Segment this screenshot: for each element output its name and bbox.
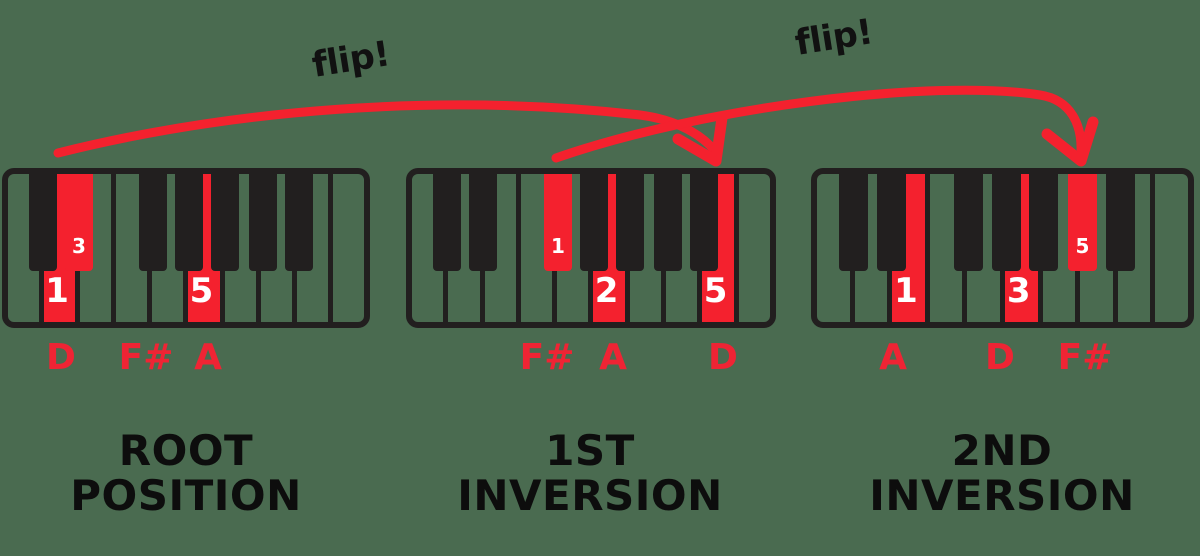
piano-keyboard: 1 5 [2,168,370,328]
white-key[interactable] [1118,174,1156,322]
white-key[interactable] [1043,174,1081,322]
white-keys: 1 3 [817,174,1188,322]
note-label: A [879,337,907,378]
keyboard-first-inversion: 2 5 1 [406,168,776,328]
white-key-highlighted[interactable]: 5 [188,174,225,322]
white-key-highlighted[interactable]: 1 [892,174,930,322]
white-key[interactable] [930,174,968,322]
caption-line-2: POSITION [70,471,302,521]
note-label: A [194,337,222,378]
keyboard-second-inversion: 1 3 5 [811,168,1194,328]
note-label: D [985,337,1015,378]
note-label: F# [118,337,174,378]
white-key[interactable] [116,174,153,322]
caption-line-2: INVERSION [457,471,723,521]
caption-first-inversion: 1ST INVERSION [404,428,776,519]
caption-line-1: 1ST [545,426,635,475]
white-key[interactable] [630,174,667,322]
finger-number: 1 [45,271,69,311]
white-keys: 2 5 [412,174,770,322]
white-key-highlighted[interactable]: 1 [44,174,81,322]
caption-second-inversion: 2ND INVERSION [810,428,1194,519]
keyboard-root-position: 1 5 [2,168,370,328]
finger-number: 2 [594,271,619,311]
flip-label-1: flip! [309,34,393,86]
white-key[interactable] [855,174,893,322]
white-key[interactable] [297,174,333,322]
white-key[interactable] [1080,174,1118,322]
finger-number: 5 [703,271,728,311]
finger-number: 5 [189,271,214,311]
caption-line-1: ROOT [118,426,254,475]
caption-root-position: ROOT POSITION [0,428,372,519]
flip-label-2: flip! [792,12,876,64]
white-key-highlighted[interactable]: 5 [702,174,739,322]
white-key[interactable] [666,174,703,322]
white-key[interactable] [80,174,117,322]
white-key[interactable] [333,174,364,322]
white-key[interactable] [152,174,189,322]
flip-arrow-1 [53,100,728,167]
piano-keyboard: 2 5 1 [406,168,776,328]
white-key-highlighted[interactable]: 3 [1004,174,1043,322]
note-label: D [708,337,738,378]
note-label: F# [519,337,575,378]
note-label: F# [1057,337,1113,378]
flip-arrow-2 [551,85,1099,167]
finger-number: 1 [894,271,918,311]
white-key[interactable] [261,174,297,322]
note-label: A [599,337,627,378]
caption-line-1: 2ND [951,426,1053,475]
white-key[interactable] [412,174,449,322]
white-key[interactable] [485,174,521,322]
white-key[interactable] [8,174,45,322]
white-key[interactable] [967,174,1005,322]
note-label: D [46,337,76,378]
white-keys: 1 5 [8,174,364,322]
caption-line-2: INVERSION [869,471,1135,521]
piano-keyboard: 1 3 5 [811,168,1194,328]
white-key[interactable] [739,174,770,322]
white-key[interactable] [557,174,594,322]
white-key[interactable] [521,174,558,322]
white-key-highlighted[interactable]: 2 [593,174,630,322]
white-key[interactable] [225,174,261,322]
white-key[interactable] [448,174,485,322]
white-key[interactable] [1155,174,1188,322]
white-key[interactable] [817,174,855,322]
finger-number: 3 [1006,271,1031,311]
